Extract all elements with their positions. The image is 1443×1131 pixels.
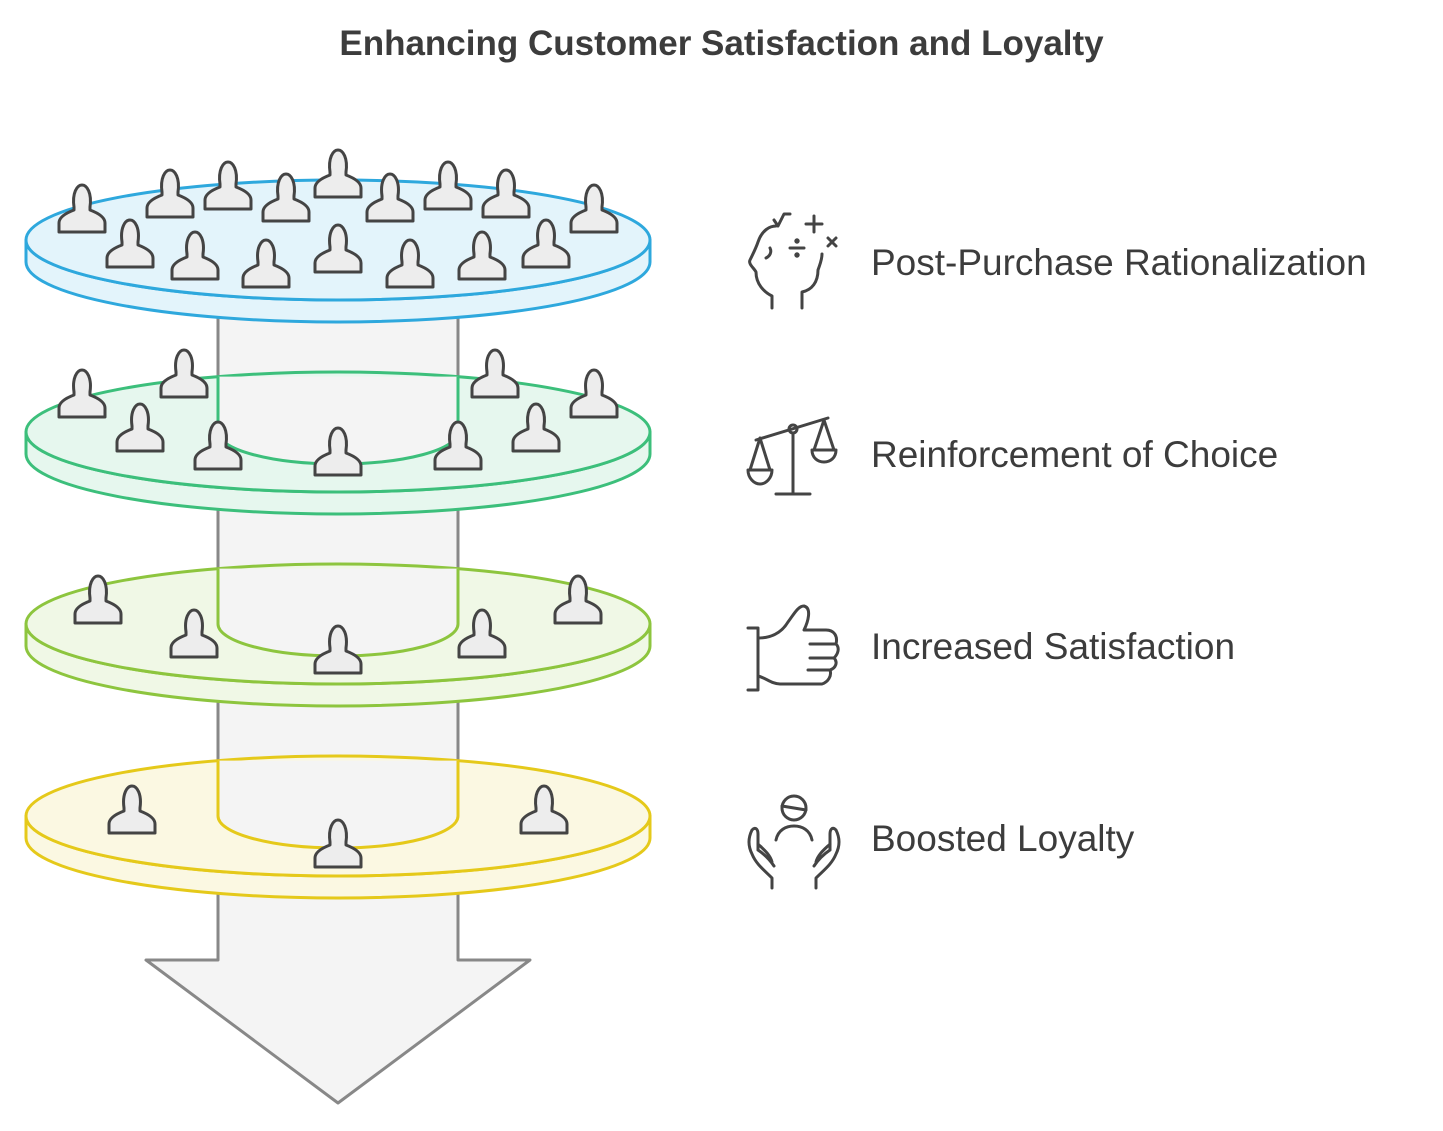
stage-label-post-purchase-rationalization: Post-Purchase Rationalization (871, 242, 1367, 283)
person-icon (159, 348, 209, 399)
stage-label-increased-satisfaction: Increased Satisfaction (871, 626, 1236, 667)
thumbs-up-icon (746, 604, 840, 692)
stage-disc-4 (24, 754, 652, 900)
person-in-hands-icon (747, 794, 841, 890)
balance-scale-icon (746, 416, 838, 496)
stage-disc-1 (24, 148, 652, 324)
stage-disc-2 (24, 348, 652, 516)
head-with-math-symbols-icon (748, 212, 838, 310)
stage-label-boosted-loyalty: Boosted Loyalty (871, 818, 1135, 859)
person-icon (470, 348, 520, 399)
stage-label-reinforcement-of-choice: Reinforcement of Choice (871, 434, 1279, 475)
diagram-title: Enhancing Customer Satisfaction and Loya… (339, 24, 1104, 63)
person-icon (313, 148, 363, 199)
stage-disc-3 (24, 562, 652, 708)
